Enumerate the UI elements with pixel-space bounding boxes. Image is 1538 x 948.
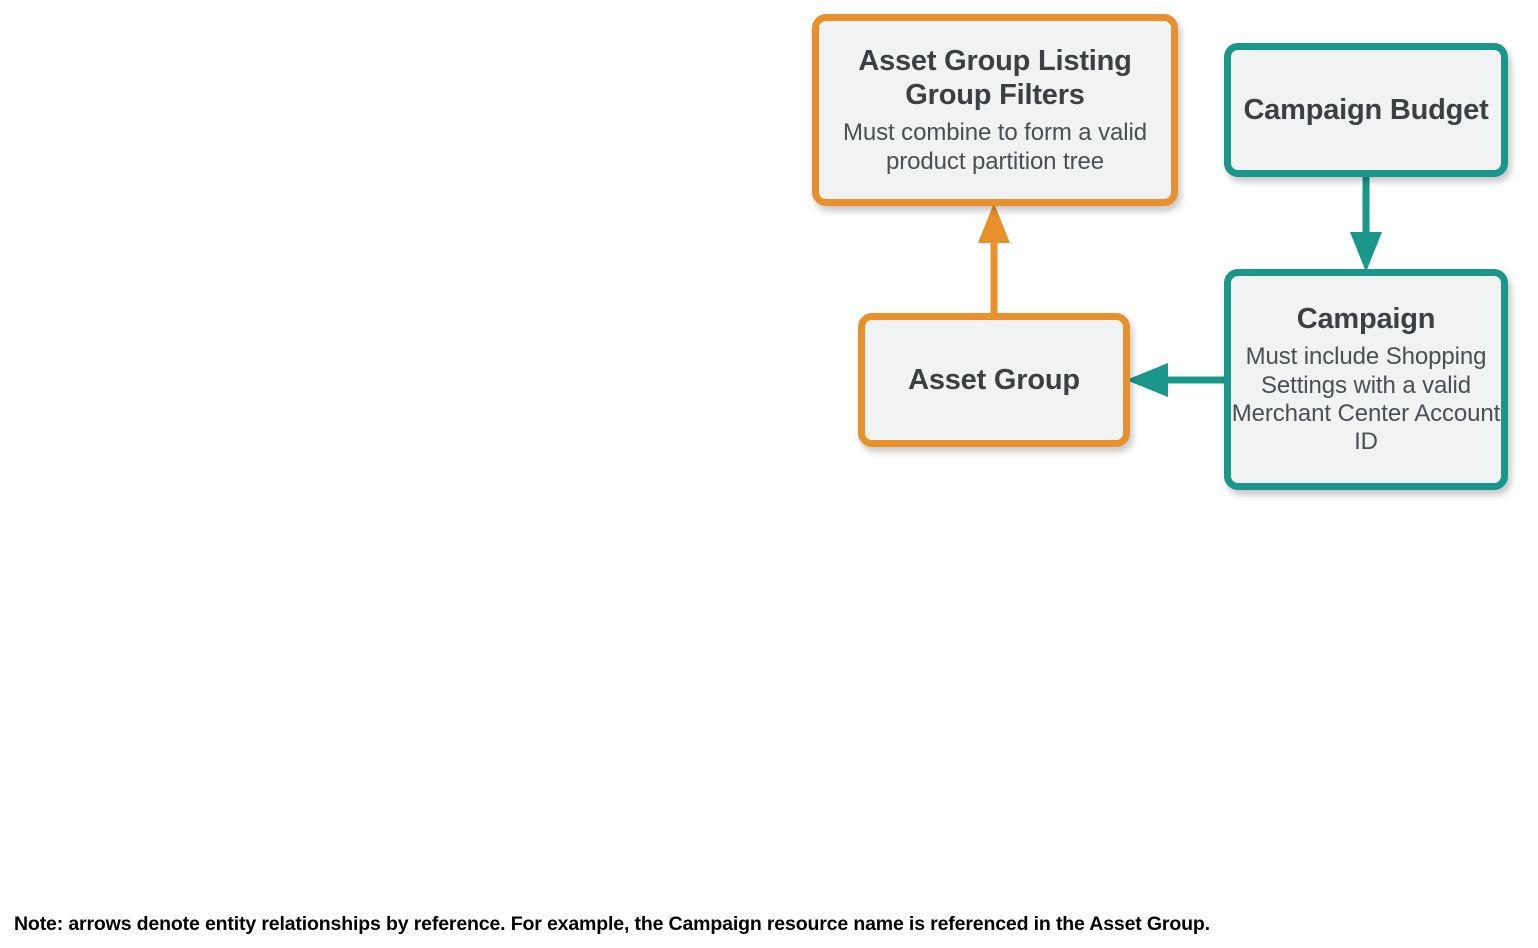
node-asset-group[interactable]: Asset Group — [858, 313, 1130, 447]
node-title: Campaign Budget — [1243, 93, 1489, 126]
edge-campaign-to-asset-group — [1120, 363, 1234, 397]
node-campaign-budget[interactable]: Campaign Budget — [1224, 43, 1508, 177]
node-asset-group-listing-group-filters[interactable]: Asset Group Listing Group Filters Must c… — [812, 14, 1178, 206]
edge-campaign-budget-to-campaign — [1350, 170, 1382, 280]
node-campaign[interactable]: Campaign Must include Shopping Settings … — [1224, 269, 1508, 490]
node-title: Asset Group Listing Group Filters — [858, 44, 1132, 112]
node-description: Must include Shopping Settings with a va… — [1231, 343, 1501, 456]
node-description: Must combine to form a valid product par… — [843, 119, 1147, 175]
node-title: Campaign — [1296, 303, 1436, 336]
footnote-note: Note: arrows denote entity relationships… — [14, 913, 1210, 935]
node-title: Asset Group — [908, 363, 1080, 396]
edge-asset-group-to-listing-group-filters — [978, 195, 1010, 325]
